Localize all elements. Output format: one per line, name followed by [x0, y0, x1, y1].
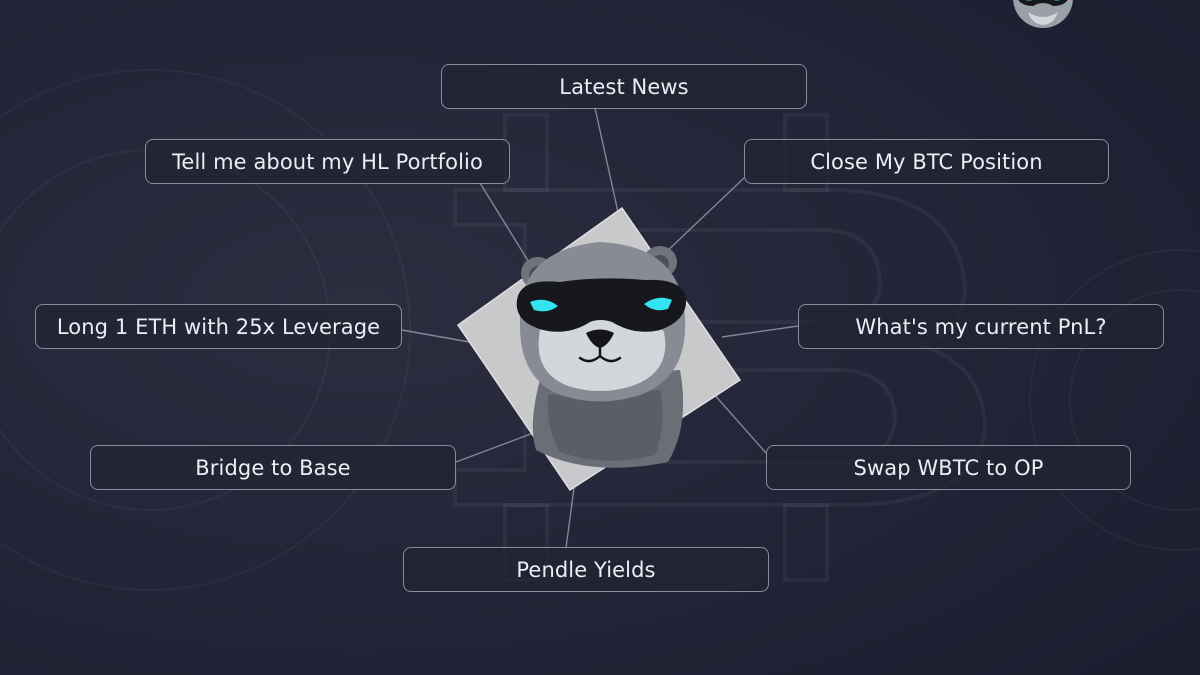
prompt-label: Bridge to Base — [195, 455, 351, 480]
prompt-swap-wbtc-op[interactable]: Swap WBTC to OP — [766, 445, 1131, 490]
prompt-pendle-yields[interactable]: Pendle Yields — [403, 547, 769, 592]
prompt-latest-news[interactable]: Latest News — [441, 64, 807, 109]
prompt-label: Tell me about my HL Portfolio — [172, 149, 483, 174]
prompt-label: What's my current PnL? — [855, 314, 1107, 339]
prompt-label: Close My BTC Position — [810, 149, 1043, 174]
prompt-label: Swap WBTC to OP — [853, 455, 1044, 480]
prompt-long-eth-leverage[interactable]: Long 1 ETH with 25x Leverage — [35, 304, 402, 349]
prompt-close-btc-position[interactable]: Close My BTC Position — [744, 139, 1109, 184]
otter-logo-icon — [1013, 0, 1073, 28]
prompt-label: Latest News — [559, 74, 689, 99]
prompt-label: Pendle Yields — [516, 557, 656, 582]
prompt-label: Long 1 ETH with 25x Leverage — [56, 314, 381, 339]
prompt-current-pnl[interactable]: What's my current PnL? — [798, 304, 1164, 349]
prompt-bridge-to-base[interactable]: Bridge to Base — [90, 445, 456, 490]
prompt-hl-portfolio[interactable]: Tell me about my HL Portfolio — [145, 139, 510, 184]
